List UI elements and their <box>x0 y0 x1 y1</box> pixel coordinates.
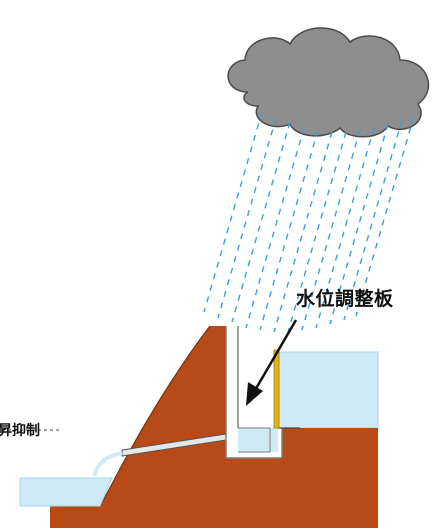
channel <box>225 326 300 459</box>
slope-edge <box>99 325 211 507</box>
cloud-icon <box>227 27 430 138</box>
embankment <box>50 326 378 528</box>
rain-icon <box>203 111 415 333</box>
water-level-board <box>273 349 280 429</box>
side-label: 昇抑制 <box>0 423 40 439</box>
water-level-board-label: 水位調整板 <box>296 288 394 310</box>
arrow-icon <box>246 319 298 406</box>
outflow-water <box>19 477 113 507</box>
pond-water <box>277 351 379 429</box>
